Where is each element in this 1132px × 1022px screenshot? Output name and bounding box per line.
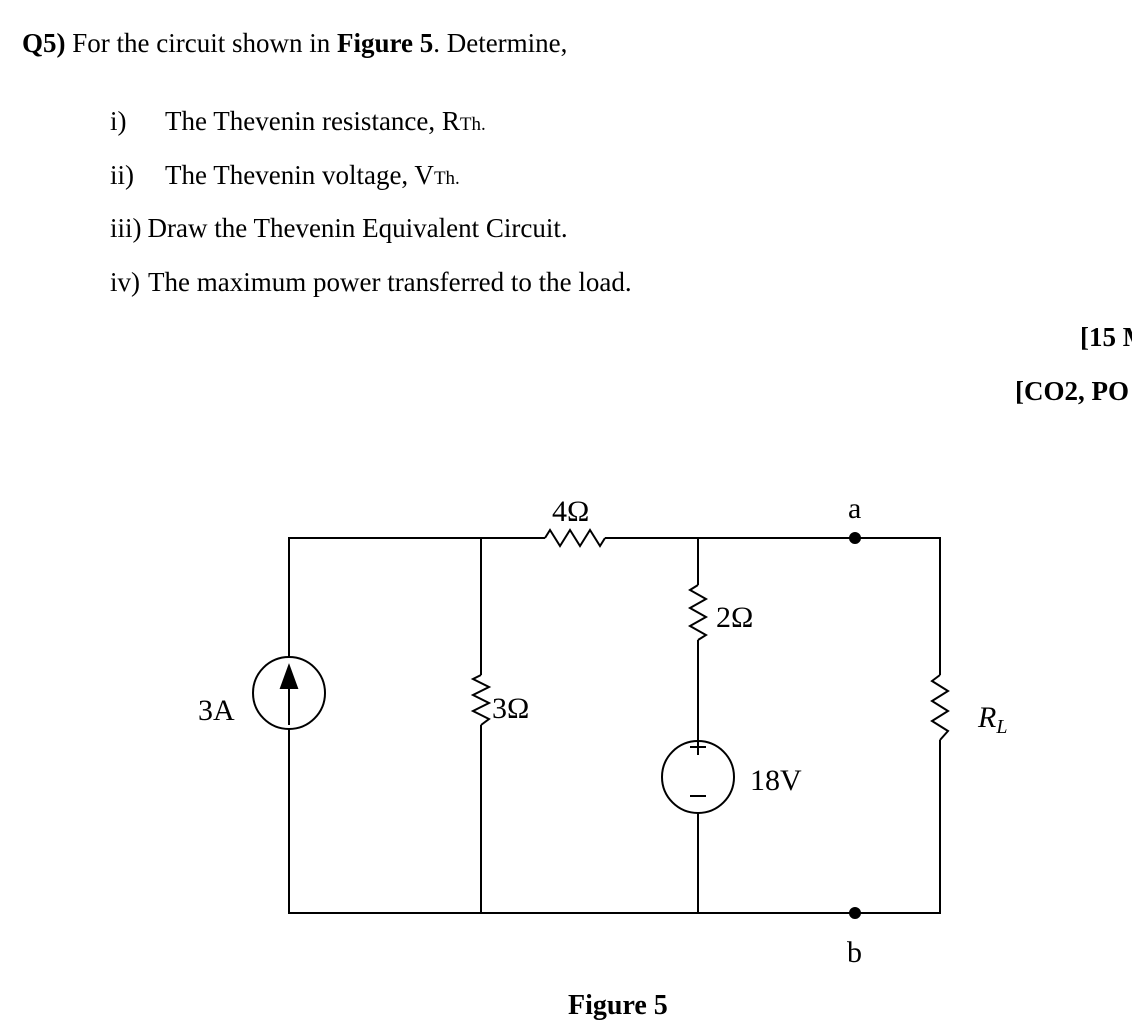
voltage-source <box>661 740 735 814</box>
item-text: The maximum power transferred to the loa… <box>148 267 632 297</box>
item-text: Draw the Thevenin Equivalent Circuit. <box>147 213 568 243</box>
marks-label: [15 M <box>1080 322 1132 352</box>
question-item: i) The Thevenin resistance, RTh. <box>110 106 486 137</box>
figure-reference: Figure 5 <box>336 28 434 58</box>
label-load: RL <box>977 701 1007 738</box>
node-b <box>849 907 861 919</box>
load-symbol: R <box>977 701 996 734</box>
question-item: iv) The maximum power transferred to the … <box>110 267 632 298</box>
item-subscript: Th. <box>459 114 486 135</box>
circuit-diagram: 3A 3Ω 4Ω 2Ω 18V a b RL <box>198 492 1007 969</box>
question-number: Q5) <box>22 28 66 58</box>
question-intro: Q5) For the circuit shown in Figure 5. D… <box>22 28 567 59</box>
resistor-3ohm <box>470 674 492 726</box>
item-number: iv) <box>110 267 140 297</box>
label-3a: 3A <box>198 694 235 727</box>
label-node-a: a <box>848 492 861 525</box>
label-3ohm: 3Ω <box>492 692 529 725</box>
figure-caption: Figure 5 <box>568 990 668 1021</box>
resistor-4ohm <box>544 528 606 548</box>
resistor-2ohm <box>687 584 709 641</box>
resistor-load <box>930 674 950 741</box>
outcomes-label: [CO2, PO <box>1015 376 1129 406</box>
label-node-b: b <box>847 936 862 969</box>
label-2ohm: 2Ω <box>716 601 753 634</box>
item-number: ii) <box>110 160 134 190</box>
label-18v: 18V <box>750 764 802 797</box>
current-source <box>252 656 326 730</box>
question-item: ii) The Thevenin voltage, VTh. <box>110 160 460 191</box>
item-subscript: Th. <box>433 168 460 189</box>
intro-text-end: . Determine, <box>433 28 568 58</box>
label-4ohm: 4Ω <box>552 495 589 528</box>
load-subscript: L <box>995 716 1007 738</box>
item-number: i) <box>110 106 127 136</box>
item-number: iii) <box>110 213 142 243</box>
wires <box>288 537 941 914</box>
item-text: The Thevenin resistance, R <box>165 106 460 136</box>
intro-text: For the circuit shown in <box>72 28 331 58</box>
question-item: iii)Draw the Thevenin Equivalent Circuit… <box>110 213 568 244</box>
node-a <box>849 532 861 544</box>
item-text: The Thevenin voltage, V <box>165 160 434 190</box>
